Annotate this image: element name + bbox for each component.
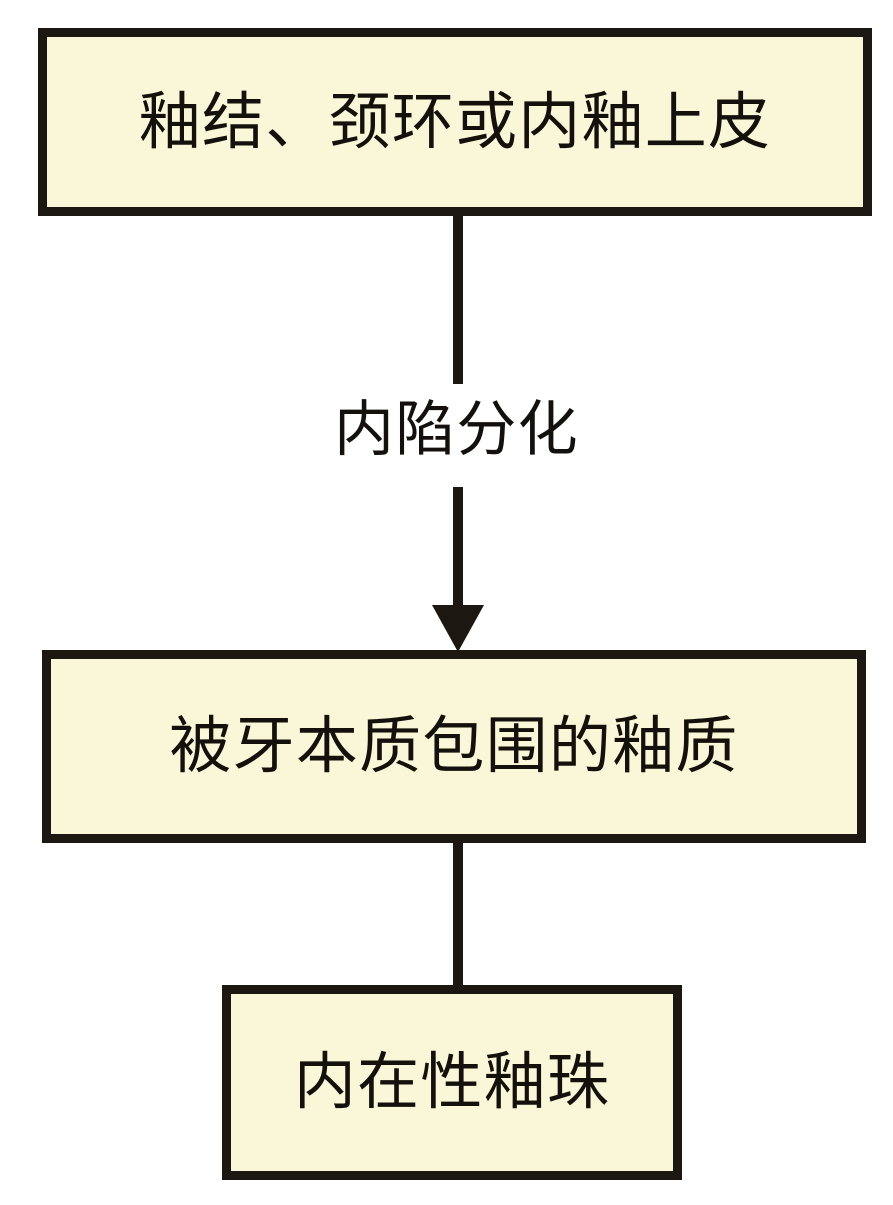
- flow-node-label: 被牙本质包围的釉质: [169, 709, 739, 783]
- arrowhead-down-icon: [432, 605, 484, 652]
- flow-node-enamel-knot[interactable]: 釉结、颈环或内釉上皮: [38, 28, 872, 216]
- flow-node-label: 内在性釉珠: [293, 1045, 611, 1119]
- connector-label-invagination-differentiation: 内陷分化: [328, 396, 585, 464]
- flow-node-label: 釉结、颈环或内釉上皮: [138, 84, 772, 158]
- flow-node-internal-enamel-pearl[interactable]: 内在性釉珠: [222, 985, 682, 1180]
- connector-line-enamel-knot-to-enamel-lower: [453, 487, 463, 609]
- flow-node-enamel-surrounded-by-dentin[interactable]: 被牙本质包围的釉质: [42, 650, 866, 843]
- connector-line-enamel-knot-to-enamel: [453, 212, 463, 384]
- connector-line-enamel-to-enamel-pearl: [453, 839, 463, 989]
